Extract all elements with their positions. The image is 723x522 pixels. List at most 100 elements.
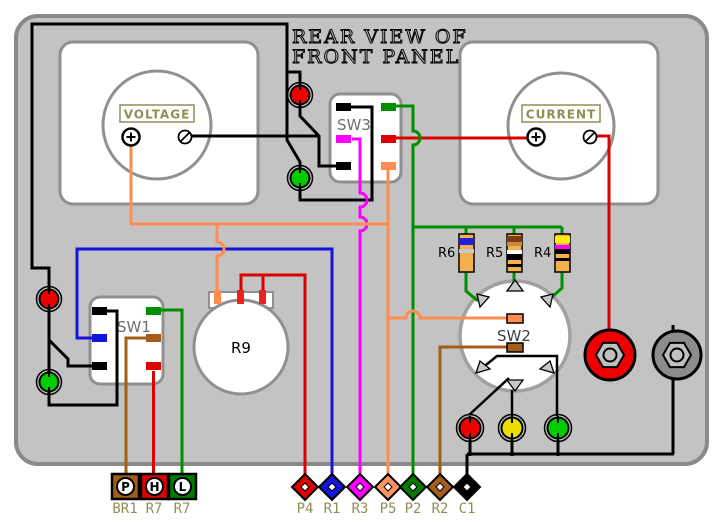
wire-green-r4-to-sw2 xyxy=(549,271,564,300)
wire-orange-to-sw2 xyxy=(388,309,507,320)
r6-band-1 xyxy=(459,238,474,245)
resistor-r6: R6 xyxy=(438,233,475,273)
led-red-near-sw3 xyxy=(286,81,314,109)
box-label: R7 xyxy=(146,501,163,517)
sw1-label: SW1 xyxy=(117,318,151,336)
r4-band-2 xyxy=(555,245,570,249)
resistor-r4: R4 xyxy=(534,233,571,273)
diamond-center xyxy=(435,482,445,492)
voltage-meter-dial xyxy=(101,69,213,181)
box-label: BR1 xyxy=(112,501,137,517)
diamond-label: C1 xyxy=(459,501,476,517)
sw3-terminal-bottom-right xyxy=(381,162,396,170)
diamond-label: P4 xyxy=(297,501,314,517)
wire-green-resistor-bus xyxy=(413,225,564,235)
current-label-box xyxy=(521,104,601,123)
connector-diamond-p4: P4 xyxy=(290,472,320,517)
current-screw-slot-icon xyxy=(584,131,596,143)
wire-magenta-sw3-to-r3 xyxy=(352,137,369,475)
sw3-label: SW3 xyxy=(337,116,371,134)
connector-box-p: P BR1 xyxy=(110,472,141,517)
box-letter: L xyxy=(179,480,187,494)
r4-band-1 xyxy=(555,236,570,243)
wires xyxy=(30,22,675,475)
wire-brown-sw1-to-p xyxy=(124,336,147,475)
wire-orange-voltage-bus xyxy=(129,146,388,226)
sw3-terminal-top-left xyxy=(336,103,351,111)
led-outer-ring xyxy=(455,413,485,443)
wire-green-r6-to-sw2 xyxy=(464,271,479,303)
led-outer-ring xyxy=(497,413,527,443)
current-meter: CURRENT xyxy=(458,40,660,206)
post-hole xyxy=(669,347,685,363)
sw1-terminal-top-right xyxy=(146,307,161,315)
connector-box-l: L R7 xyxy=(167,472,198,517)
connector-diamond-p2: P2 xyxy=(398,472,428,517)
wire-black-redled-to-sw3 xyxy=(298,105,338,168)
voltage-meter: VOLTAGE xyxy=(58,40,260,206)
diamond-label: P2 xyxy=(405,501,422,517)
wire-black-top-loop xyxy=(30,22,302,289)
r5-band-5 xyxy=(507,264,522,267)
sw2-contact-top-left xyxy=(476,293,491,309)
voltage-screw-slot-icon xyxy=(179,131,191,143)
r9-terminals xyxy=(214,290,266,304)
led-outer-ring xyxy=(286,164,314,192)
sw3-terminal-top-right xyxy=(381,103,396,111)
diamond-label: R3 xyxy=(352,501,369,517)
sw2-contact-bottom-left xyxy=(474,359,492,374)
sw2-contact-bottom xyxy=(505,379,525,393)
sw3-terminal-bottom-left xyxy=(336,162,351,170)
sw2-terminal-orange xyxy=(506,313,524,324)
r5-band-1 xyxy=(507,236,522,242)
r6-band-2 xyxy=(459,249,474,253)
diamond-label: P5 xyxy=(380,501,397,517)
diamond-label: R2 xyxy=(432,501,449,517)
diamond-center xyxy=(408,482,418,492)
sw2-contact-top xyxy=(505,278,525,292)
r9-terminal-middle xyxy=(237,290,244,304)
led-green-left xyxy=(35,368,63,396)
box-circle xyxy=(116,477,135,496)
r4-band-4 xyxy=(555,258,570,261)
r5-band-2 xyxy=(507,242,522,246)
post-hole xyxy=(602,347,618,363)
wire-black-sw2-bracket xyxy=(480,354,559,416)
wire-black-to-sw1-bottom xyxy=(47,338,94,368)
box-circle xyxy=(145,477,164,496)
wire-orange-to-r9 xyxy=(215,224,226,291)
diamond-center xyxy=(462,482,472,492)
led-yellow-bottom xyxy=(497,413,527,443)
current-terminals xyxy=(526,127,598,147)
voltage-terminals xyxy=(121,127,193,147)
sw3-terminal-mid-left xyxy=(336,135,351,143)
box-circle xyxy=(173,477,192,496)
potentiometer-r9: R9 xyxy=(192,291,290,396)
wire-blue-sw1-to-r1 xyxy=(75,247,334,475)
sw1-terminal-mid-right xyxy=(146,334,161,342)
connector-diamond-p5: P5 xyxy=(373,472,403,517)
sw2-label: SW2 xyxy=(497,327,531,345)
current-plus-icon xyxy=(531,132,541,142)
diamond-label: R1 xyxy=(324,501,341,517)
led-outer-ring xyxy=(286,81,314,109)
wire-green-sw1-to-l xyxy=(160,308,184,475)
current-meter-dial xyxy=(506,71,616,181)
diamond-center xyxy=(327,482,337,492)
sw2-contacts xyxy=(474,278,556,393)
wire-brown-sw2-to-r2 xyxy=(438,345,507,475)
sw1-terminal-bottom-left xyxy=(92,362,107,370)
sw2-contact-bottom-right xyxy=(538,359,556,374)
r9-terminal-right xyxy=(259,290,266,304)
r9-label: R9 xyxy=(231,339,251,357)
r5-band-3 xyxy=(507,250,522,254)
sw1-terminal-mid-left xyxy=(92,334,107,342)
r4-band-3 xyxy=(555,249,570,254)
wire-black-sw2-diagonal xyxy=(468,377,510,416)
led-outer-ring xyxy=(35,368,63,396)
r5-band-4 xyxy=(507,254,522,260)
wire-red-current-to-post xyxy=(597,134,611,331)
connector-diamond-r1: R1 xyxy=(317,472,347,517)
r5-label: R5 xyxy=(486,246,503,261)
